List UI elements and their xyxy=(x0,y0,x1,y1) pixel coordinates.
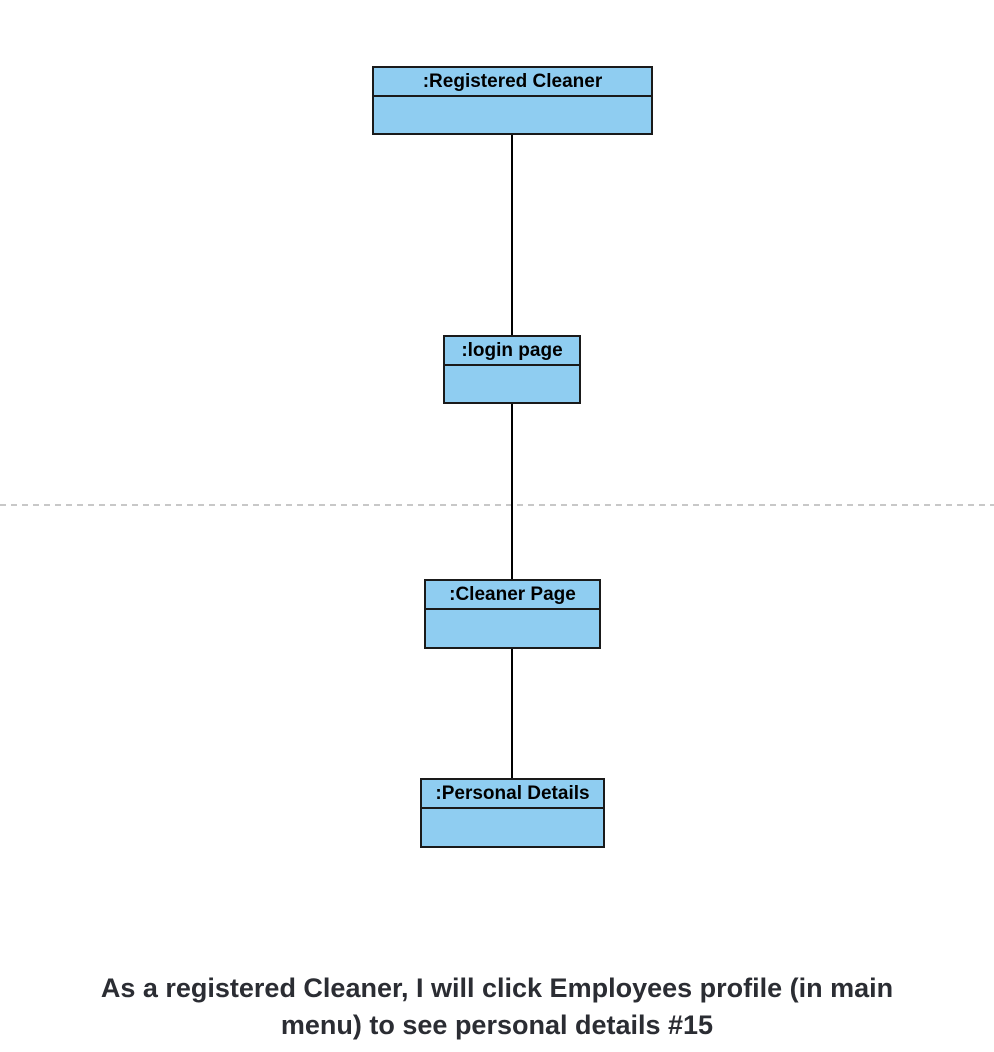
object-registered-cleaner[interactable]: :Registered Cleaner xyxy=(372,66,653,135)
object-attributes-compartment xyxy=(445,366,579,402)
object-attributes-compartment xyxy=(422,809,603,845)
object-name: :Cleaner Page xyxy=(426,581,599,610)
object-attributes-compartment xyxy=(426,610,599,646)
object-name: :Registered Cleaner xyxy=(374,68,651,97)
object-name: :login page xyxy=(445,337,579,366)
object-login-page[interactable]: :login page xyxy=(443,335,581,404)
object-name: :Personal Details xyxy=(422,780,603,809)
object-attributes-compartment xyxy=(374,97,651,133)
caption-line-2: menu) to see personal details #15 xyxy=(280,1010,714,1040)
diagram-caption: As a registered Cleaner, I will click Em… xyxy=(0,970,994,1044)
object-cleaner-page[interactable]: :Cleaner Page xyxy=(424,579,601,649)
caption-line-1: As a registered Cleaner, I will click Em… xyxy=(100,973,894,1003)
object-personal-details[interactable]: :Personal Details xyxy=(420,778,605,848)
